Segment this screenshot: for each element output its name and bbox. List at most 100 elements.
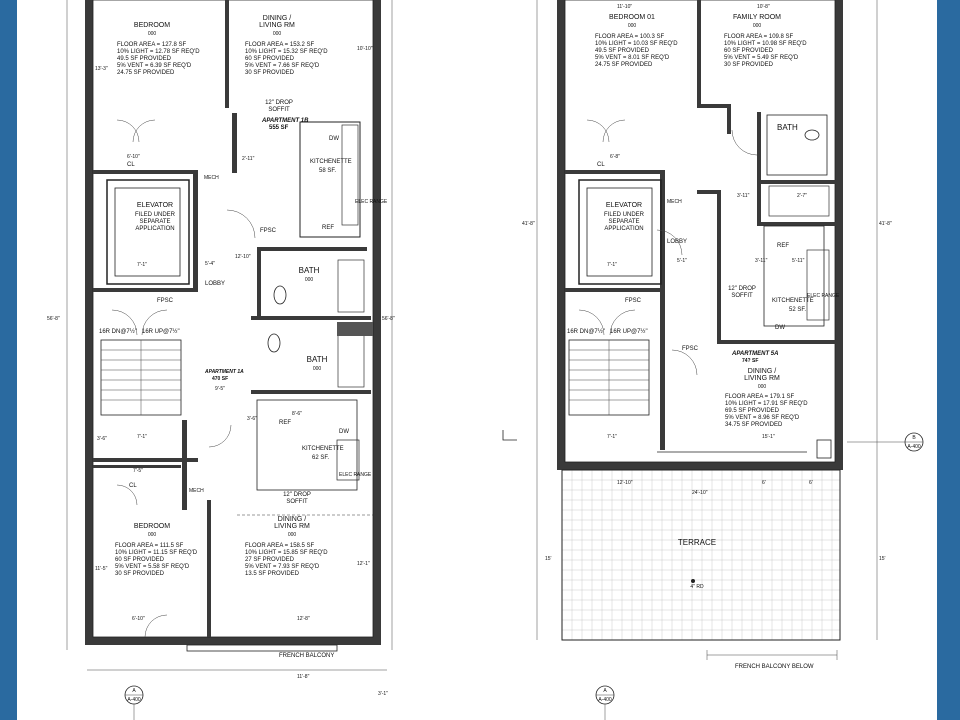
family-stat: 10% LIGHT = 10.98 SF REQ'D xyxy=(724,41,807,47)
dim-label: 41'-8" xyxy=(879,221,892,227)
dining-top-stat: 60 SF PROVIDED xyxy=(245,56,295,62)
right-section-b-letter: B xyxy=(912,435,916,441)
dim-label: 3'-1" xyxy=(378,691,388,697)
apartment-1a-area: 470 SF xyxy=(212,376,228,382)
bedroom01-stat: 49.5 SF PROVIDED xyxy=(595,48,650,54)
bath-1-name: BATH xyxy=(299,266,320,275)
dining-bot-stat: FLOOR AREA = 158.5 SF xyxy=(245,543,315,549)
bedroom-bot-stat: FLOOR AREA = 111.5 SF xyxy=(115,543,184,549)
elevator-right-1: ELEVATOR xyxy=(606,202,642,209)
kitchenette-top-area: 58 SF. xyxy=(319,168,336,174)
dim-label: 6'-10" xyxy=(127,154,140,160)
terrace-label: TERRACE xyxy=(678,538,716,547)
dim-label: 12'-10" xyxy=(617,480,633,486)
dim-label: 2'-11" xyxy=(242,156,255,162)
dining-right-tag: 000 xyxy=(758,384,767,390)
bath-right: BATH xyxy=(777,123,798,132)
dining-top-name2: LIVING RM xyxy=(259,22,295,29)
left-plan: A A-400 xyxy=(66,0,393,720)
fpsc-mid: FPSC xyxy=(157,298,174,304)
dim-label: 5'-11" xyxy=(792,258,805,264)
ref-bot: REF xyxy=(279,420,291,426)
apartment-1b-name: APARTMENT 1B xyxy=(261,118,309,124)
fpsc-right: FPSC xyxy=(625,298,642,304)
bedroom-bot-stat: 5% VENT = 5.58 SF REQ'D xyxy=(115,564,190,570)
bedroom01-stat: FLOOR AREA = 100.3 SF xyxy=(595,34,665,40)
stair-dn-label: 16R DN@7½" xyxy=(99,328,137,335)
left-plan-south-wall xyxy=(85,637,381,645)
bedroom01-name: BEDROOM 01 xyxy=(609,14,655,21)
dim-label: 11'-10" xyxy=(617,4,632,10)
kitchenette-top-name: KITCHENETTE xyxy=(310,159,352,165)
dim-label: 15'-1" xyxy=(762,434,775,440)
dim-label: 6' xyxy=(762,480,766,486)
dim-label: 13'-3" xyxy=(95,66,108,72)
dim-label: 11'-5" xyxy=(95,566,108,572)
elevator-right-2: FILED UNDER xyxy=(604,212,645,218)
dining-bot-name2: LIVING RM xyxy=(274,523,310,530)
dim-label: 7'-1" xyxy=(137,262,147,268)
bedroom-bot-tag: 000 xyxy=(148,532,157,538)
family-name: FAMILY ROOM xyxy=(733,14,781,21)
right-plan-labels: BEDROOM 01 000 FLOOR AREA = 100.3 SF 10%… xyxy=(522,4,892,670)
dim-label: 41'-8" xyxy=(522,221,535,227)
dim-label: 3'-11" xyxy=(755,258,768,264)
drain-label: 4" RD xyxy=(690,584,704,590)
dim-label: 6' xyxy=(809,480,813,486)
soffit-top-1: 12" DROP xyxy=(265,100,293,106)
dim-label: 6'-10" xyxy=(132,616,145,622)
dim-label: 5'-1" xyxy=(677,258,687,264)
elevator-right-4: APPLICATION xyxy=(604,226,643,232)
floor-plans-svg: A A-400 BEDROOM 000 FLOOR AREA = 127.8 S… xyxy=(47,0,924,720)
family-stat: 5% VENT = 5.49 SF REQ'D xyxy=(724,55,799,61)
bedroom01-stat: 5% VENT = 8.01 SF REQ'D xyxy=(595,55,670,61)
elevator-left-3: SEPARATE xyxy=(139,219,170,225)
range-top: ELEC RANGE xyxy=(355,199,388,205)
dim-label: 6'-8" xyxy=(610,154,620,160)
bedroom-top-stat: 5% VENT = 6.39 SF REQ'D xyxy=(117,63,192,69)
dining-top-stat: 5% VENT = 7.66 SF REQ'D xyxy=(245,63,320,69)
dim-label: 3'-6" xyxy=(247,416,257,422)
family-stat: 30 SF PROVIDED xyxy=(724,62,774,68)
dining-bot-stat: 5% VENT = 7.93 SF REQ'D xyxy=(245,564,320,570)
dim-label: 2'-7" xyxy=(797,193,807,199)
kitchenette-bot-name: KITCHENETTE xyxy=(302,446,344,452)
cl-right: CL xyxy=(597,162,605,168)
dim-label: 7'-5" xyxy=(133,468,143,474)
dining-right-stat: FLOOR AREA = 179.1 SF xyxy=(725,394,795,400)
bedroom-top-stat: FLOOR AREA = 127.8 SF xyxy=(117,42,187,48)
soffit-bot-1: 12" DROP xyxy=(283,492,311,498)
bath-1-tag: 000 xyxy=(305,277,314,283)
dining-bot-stat: 13.5 SF PROVIDED xyxy=(245,571,300,577)
fpsc-right-2: FPSC xyxy=(682,346,699,352)
ref-top: REF xyxy=(322,225,334,231)
soffit-top-2: SOFFIT xyxy=(268,107,290,113)
dim-label: 15' xyxy=(879,556,886,562)
dining-bot-name: DINING / xyxy=(278,516,306,523)
dim-label: 3'-6" xyxy=(97,436,107,442)
stair-up-right: 16R UP@7½" xyxy=(610,328,648,335)
stair-up-label: 16R UP@7½" xyxy=(142,328,180,335)
apartment-1a-name: APARTMENT 1A xyxy=(204,369,244,375)
dining-bot-tag: 000 xyxy=(288,532,297,538)
dining-right-name: DINING / xyxy=(748,368,776,375)
family-tag: 000 xyxy=(753,23,762,29)
dining-top-stat: 10% LIGHT = 15.32 SF REQ'D xyxy=(245,49,328,55)
dining-top-stat: FLOOR AREA = 153.2 SF xyxy=(245,42,315,48)
apartment-5a-area: 74? SF xyxy=(742,358,758,364)
dim-label: 10'-10" xyxy=(357,46,373,52)
dim-label: 8'-6" xyxy=(292,411,302,417)
bedroom-top-stat: 49.5 SF PROVIDED xyxy=(117,56,172,62)
kitchenette-bot-area: 62 SF. xyxy=(312,455,329,461)
dining-bot-stat: 27 SF PROVIDED xyxy=(245,557,295,563)
terrace-grid xyxy=(562,470,840,640)
cl-bot: CL xyxy=(129,483,137,489)
range-bot: ELEC RANGE xyxy=(339,472,372,478)
bedroom-top-tag: 000 xyxy=(148,31,157,37)
dim-label: 15' xyxy=(545,556,552,562)
dim-label: 3'-11" xyxy=(737,193,750,199)
dim-label: 56'-8" xyxy=(382,316,395,322)
bedroom-top-name: BEDROOM xyxy=(134,22,170,29)
bath-2-tag: 000 xyxy=(313,366,322,372)
dining-right-stat: 10% LIGHT = 17.91 SF REQ'D xyxy=(725,401,808,407)
